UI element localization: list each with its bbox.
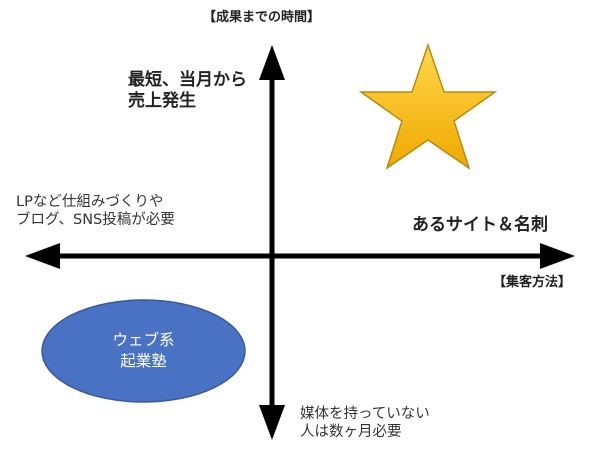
star-icon [358,42,498,170]
vertical-axis-title: 【成果までの時間】 [203,10,321,25]
top-label-line-2: 売上発生 [128,91,196,112]
ellipse-label-line-1: ウェブ系 [112,331,175,350]
left-label-line-2: ブログ、SNS投稿が必要 [16,212,175,229]
left-label-line-1: LPなど仕組みづくりや [16,194,164,210]
arrow-right-icon [540,243,575,269]
web-startup-school-ellipse [41,299,246,403]
horizontal-axis-title: 【集客方法】 [493,275,572,290]
left-label: LPなど仕組みづくりや ブログ、SNS投稿が必要 [16,193,175,229]
right-label: あるサイト＆名刺 [412,215,548,235]
arrow-up-icon [259,45,285,80]
ellipse-label: ウェブ系 起業塾 [42,300,245,402]
bottom-label-line-1: 媒体を持っていない [300,406,430,422]
arrow-down-icon [259,405,285,440]
bottom-label: 媒体を持っていない 人は数ヶ月必要 [300,405,430,441]
ellipse-label-line-2: 起業塾 [120,352,167,370]
top-label-line-1: 最短、当月から [128,70,247,90]
arrow-left-icon [25,243,60,269]
bottom-label-line-2: 人は数ヶ月必要 [300,424,402,441]
top-label: 最短、当月から 売上発生 [128,70,247,113]
